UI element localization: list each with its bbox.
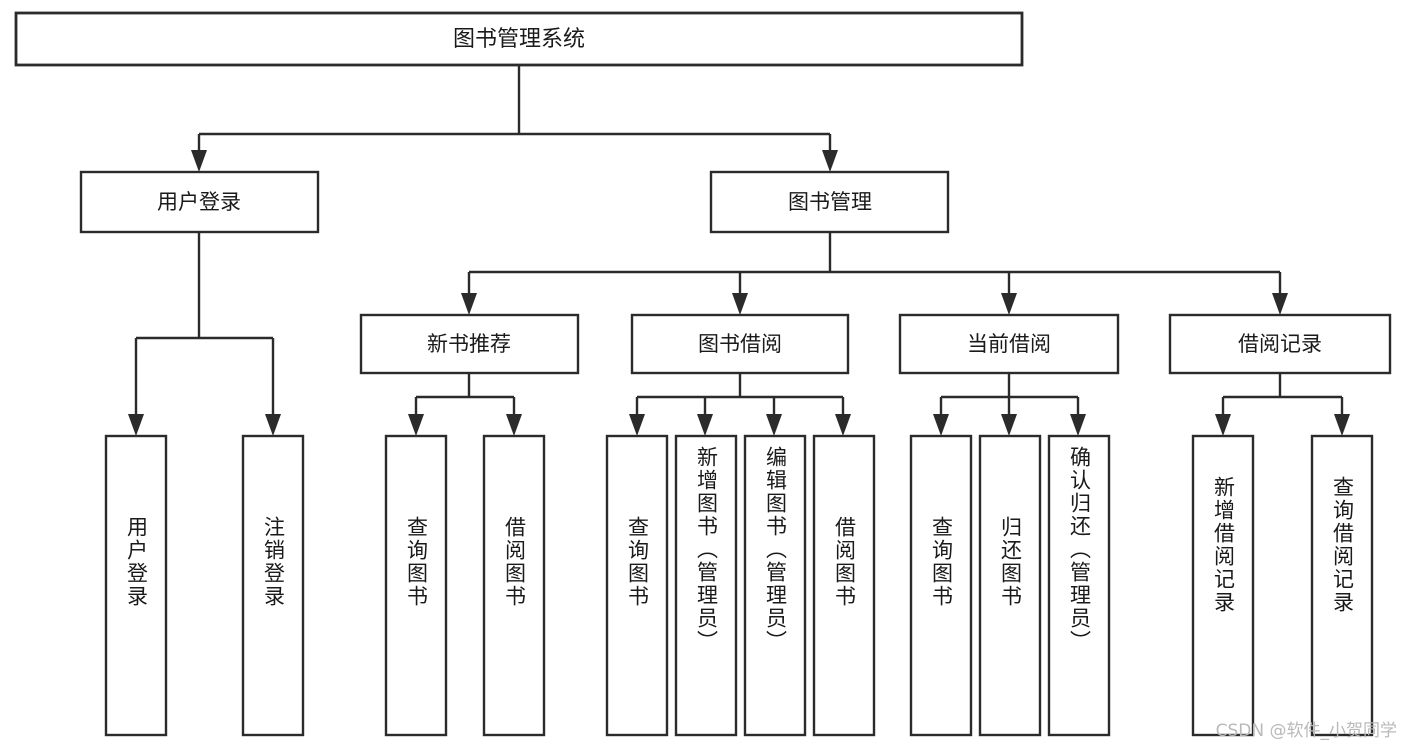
arrow-current-leaf-1 xyxy=(933,414,949,436)
node-user-login-label: 用户登录 xyxy=(157,190,241,214)
node-book-manage-label: 图书管理 xyxy=(788,190,872,214)
connector-group-current-to-leaves xyxy=(933,373,1086,436)
arrow-borrow-leaf-1 xyxy=(629,414,645,436)
leaf-box-user-login-2[interactable] xyxy=(241,434,305,737)
node-new-book-recommend-box[interactable] xyxy=(359,313,580,375)
node-book-borrow-box[interactable] xyxy=(630,313,850,375)
node-root-box[interactable] xyxy=(14,11,1024,67)
node-user-login-box[interactable] xyxy=(79,170,320,234)
node-root-label: 图书管理系统 xyxy=(453,27,585,52)
node-book-borrow[interactable]: 图书借阅 xyxy=(630,313,850,375)
arrow-book-manage-to-record xyxy=(1272,293,1288,315)
node-borrow-record-label: 借阅记录 xyxy=(1238,332,1322,356)
leaf-box-borrow-record-1[interactable] xyxy=(1191,434,1255,737)
arrow-current-leaf-3 xyxy=(1070,414,1086,436)
leaf-box-current-borrow-2[interactable] xyxy=(978,434,1042,737)
leaf-box-book-borrow-2[interactable] xyxy=(674,434,738,737)
node-borrow-record[interactable]: 借阅记录 xyxy=(1168,313,1392,375)
arrow-user-login-leaf-1 xyxy=(128,414,144,436)
leaf-box-current-borrow-1[interactable] xyxy=(909,434,973,737)
arrow-record-leaf-1 xyxy=(1215,414,1231,436)
connector-group-borrow-to-leaves xyxy=(629,373,851,436)
arrow-borrow-leaf-3 xyxy=(766,414,782,436)
connector-group-user-login-to-leaves xyxy=(128,232,281,436)
arrow-new-book-leaf-1 xyxy=(408,414,424,436)
leaf-box-book-borrow-3[interactable] xyxy=(743,434,807,737)
arrow-book-manage-to-new-book xyxy=(461,293,477,315)
leaf-group-borrow-record xyxy=(1191,434,1374,737)
node-current-borrow-box[interactable] xyxy=(898,313,1120,375)
connector-group-book-manage-to-level3 xyxy=(461,232,1288,315)
arrow-book-manage-to-current xyxy=(1001,293,1017,315)
node-root[interactable]: 图书管理系统 xyxy=(14,11,1024,67)
leaf-box-current-borrow-3[interactable] xyxy=(1047,434,1111,737)
arrow-book-manage-to-borrow xyxy=(732,293,748,315)
arrow-borrow-leaf-2 xyxy=(697,414,713,436)
leaf-box-borrow-record-2[interactable] xyxy=(1310,434,1374,737)
node-current-borrow-label: 当前借阅 xyxy=(967,332,1051,356)
arrow-root-to-book-manage xyxy=(822,150,838,172)
arrow-user-login-leaf-2 xyxy=(265,414,281,436)
node-current-borrow[interactable]: 当前借阅 xyxy=(898,313,1120,375)
node-book-borrow-label: 图书借阅 xyxy=(698,332,782,356)
node-book-manage-box[interactable] xyxy=(709,170,950,234)
connector-group-new-book-to-leaves xyxy=(408,373,522,436)
arrow-root-to-user-login xyxy=(191,150,207,172)
node-book-manage[interactable]: 图书管理 xyxy=(709,170,950,234)
node-new-book-recommend-label: 新书推荐 xyxy=(427,332,511,356)
arrow-new-book-leaf-2 xyxy=(506,414,522,436)
node-user-login[interactable]: 用户登录 xyxy=(79,170,320,234)
leaf-group-current-borrow xyxy=(909,434,1111,737)
leaf-box-new-book-1[interactable] xyxy=(384,434,448,737)
leaf-box-book-borrow-1[interactable] xyxy=(605,434,669,737)
connector-group-root-to-level2 xyxy=(191,65,838,172)
arrow-current-leaf-2 xyxy=(1001,414,1017,436)
arrow-borrow-leaf-4 xyxy=(835,414,851,436)
arrow-record-leaf-2 xyxy=(1334,414,1350,436)
leaf-box-book-borrow-4[interactable] xyxy=(812,434,876,737)
node-new-book-recommend[interactable]: 新书推荐 xyxy=(359,313,580,375)
node-borrow-record-box[interactable] xyxy=(1168,313,1392,375)
leaf-group-user-login xyxy=(104,434,305,737)
leaf-box-user-login-1[interactable] xyxy=(104,434,168,737)
connector-group-record-to-leaves xyxy=(1215,373,1350,436)
leaf-group-new-book-recommend xyxy=(384,434,546,737)
leaf-box-new-book-2[interactable] xyxy=(482,434,546,737)
leaf-group-book-borrow xyxy=(605,434,876,737)
